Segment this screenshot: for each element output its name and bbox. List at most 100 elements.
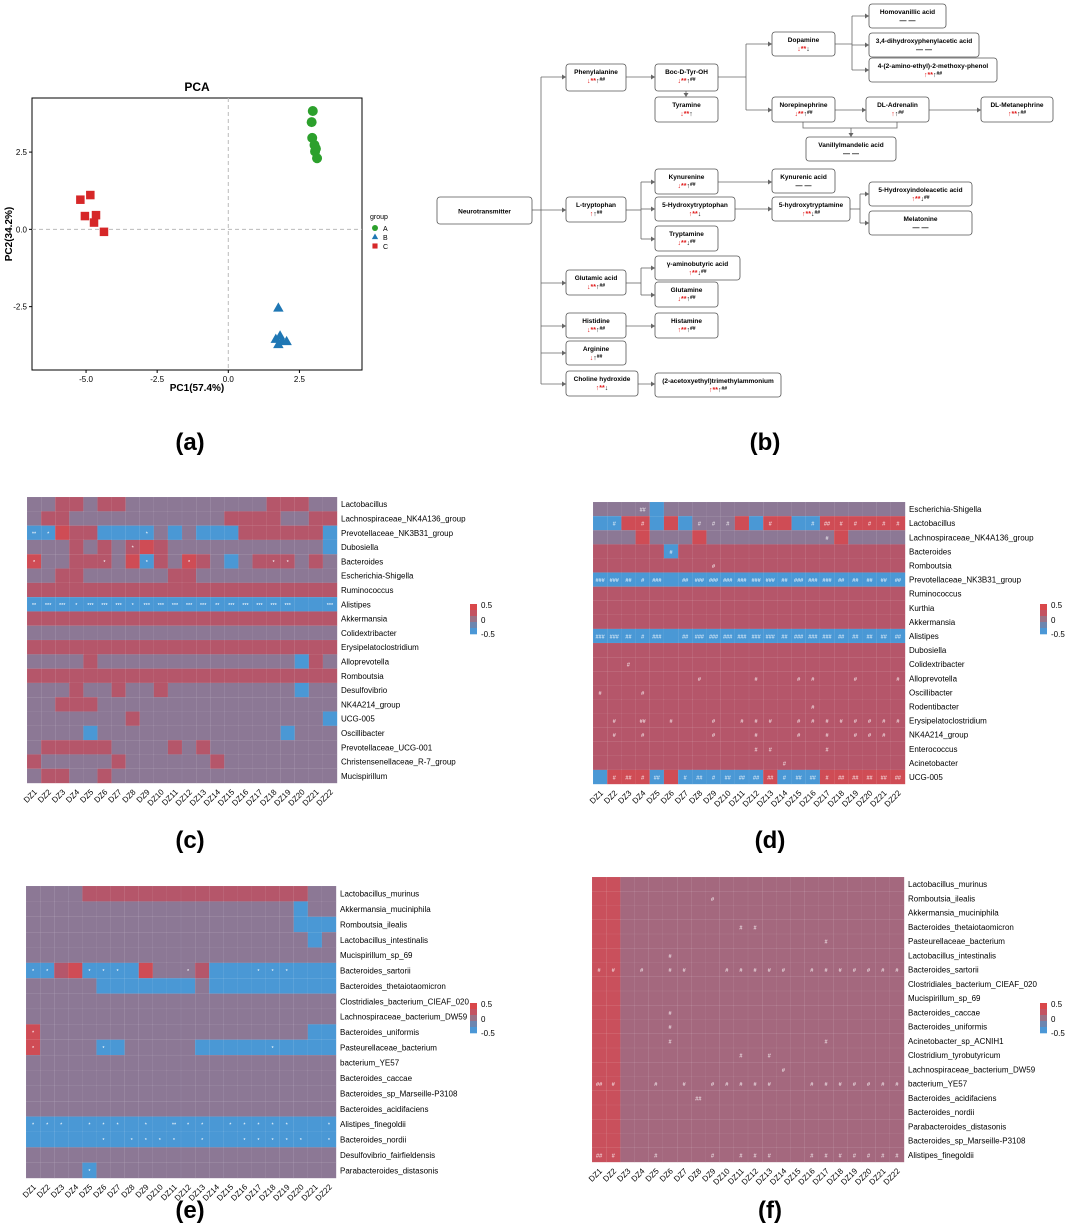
heatmap-significance-mark: ##: [866, 634, 873, 640]
heatmap-significance-mark: ##: [866, 578, 873, 584]
heatmap-cell: [719, 933, 735, 949]
heatmap-row-label: Akkermansia: [341, 615, 388, 624]
heatmap-cell: [308, 511, 324, 526]
heatmap-cell: [620, 891, 635, 906]
heatmap-cell: [266, 525, 281, 541]
heatmap-cell: [55, 496, 70, 512]
heatmap-cell: [861, 919, 876, 935]
heatmap-cell: [195, 932, 210, 948]
heatmap-cell: [209, 1101, 224, 1117]
heatmap-cell: [279, 1054, 295, 1071]
heatmap-cell: [706, 642, 721, 658]
heatmap-significance-mark: #: [641, 578, 645, 584]
heatmap-cell: [733, 876, 749, 892]
heatmap-cell: [209, 1116, 224, 1133]
heatmap-cell: [265, 1070, 280, 1087]
pathway-arrowhead: [562, 350, 566, 356]
heatmap-cell: [889, 876, 905, 892]
heatmap-cell: [777, 713, 792, 728]
pathway-change-mark: **: [590, 78, 596, 85]
heatmap-cell: [40, 885, 55, 902]
heatmap-cell: [620, 962, 635, 978]
heatmap-cell: [110, 947, 125, 964]
heatmap-cell: [861, 1062, 876, 1077]
heatmap-cell: [139, 682, 155, 698]
heatmap-significance-mark: #: [755, 747, 759, 753]
heatmap-cell: [834, 614, 849, 630]
heatmap-cell: [293, 1024, 309, 1040]
pathway-node-box: [980, 96, 1054, 123]
heatmap-cell: [592, 699, 608, 714]
pca-point-c: [91, 210, 101, 220]
heatmap-cell: [847, 1019, 862, 1035]
heatmap-cell: [848, 699, 863, 714]
heatmap-significance-mark: #: [810, 1082, 814, 1088]
heatmap-cell: [890, 558, 906, 573]
heatmap-cell: [180, 1101, 196, 1117]
heatmap-cell: [26, 668, 42, 684]
heatmap-legend-label: -0.5: [1051, 630, 1065, 639]
heatmap-cell: [733, 905, 749, 921]
heatmap-significance-mark: #: [896, 522, 900, 528]
heatmap-significance-mark: *: [159, 1138, 162, 1144]
heatmap-cell: [308, 768, 324, 784]
heatmap-cell: [83, 654, 98, 669]
heatmap-significance-mark: *: [243, 1123, 246, 1129]
pathway-change-mark: ##: [1020, 110, 1026, 116]
heatmap-cell: [280, 682, 296, 698]
heatmap-cell: [279, 1070, 295, 1087]
heatmap-cell: [777, 699, 792, 714]
heatmap-cell: [847, 1133, 862, 1149]
heatmap-cell: [720, 614, 736, 630]
heatmap-cell: [634, 876, 650, 892]
heatmap-significance-mark: #: [854, 733, 858, 739]
heatmap-cell: [621, 642, 636, 658]
heatmap-cell: [266, 654, 281, 669]
heatmap-cell: [83, 711, 98, 727]
heatmap-cell: [648, 919, 664, 935]
pathway-change-mark: **: [1011, 111, 1017, 118]
heatmap-cell: [266, 611, 281, 626]
heatmap-cell: [280, 568, 296, 584]
heatmap-cell: [294, 754, 310, 769]
heatmap-cell: [180, 1054, 196, 1071]
pathway-node-label: DL-Metanephrine: [990, 102, 1043, 109]
heatmap-cell: [181, 496, 197, 512]
heatmap-cell: [125, 511, 141, 526]
heatmap-cell: [152, 1085, 168, 1102]
pathway-change-mark: ##: [936, 71, 942, 77]
pathway-node-htp: 5-Hydroxytryptophan↑**↓: [654, 196, 736, 222]
heatmap-cell: [55, 668, 70, 684]
heatmap-cell: [25, 1008, 41, 1025]
heatmap-cell: [748, 755, 764, 771]
heatmap-cell: [153, 496, 169, 512]
heatmap-cell: [890, 642, 906, 658]
pathway-node-dop: Dopamine↓**↓: [771, 31, 836, 57]
heatmap-cell: [238, 611, 253, 626]
heatmap-cell: [26, 539, 42, 555]
heatmap-cell: [606, 990, 621, 1006]
heatmap-cell: [54, 1101, 69, 1117]
heatmap-cell: [876, 586, 892, 601]
heatmap-cell: [649, 600, 665, 616]
heatmap-cell: [834, 558, 849, 573]
heatmap-cell: [748, 699, 764, 714]
pathway-node-changes: — —: [913, 225, 929, 232]
heatmap-cell: [83, 554, 98, 569]
heatmap-cell: [719, 1119, 735, 1134]
heatmap-significance-mark: #: [769, 747, 773, 753]
heatmap-row-label: Bacteroides_sartorii: [908, 966, 979, 975]
heatmap-cell: [293, 978, 309, 994]
heatmap-cell: [195, 916, 210, 933]
heatmap-cell: [592, 600, 608, 616]
heatmap-cell: [662, 933, 678, 949]
heatmap-significance-mark: #: [739, 925, 743, 931]
heatmap-cell: [111, 511, 126, 526]
heatmap-cell: [705, 905, 720, 921]
heatmap-cell: [307, 978, 323, 994]
heatmap-row-label: Oscillibacter: [341, 729, 385, 738]
heatmap-cell: [293, 993, 309, 1010]
panel-label-b: (b): [750, 429, 781, 456]
heatmap-cell: [762, 933, 777, 949]
heatmap-row-label: Alloprevotella: [909, 674, 958, 683]
